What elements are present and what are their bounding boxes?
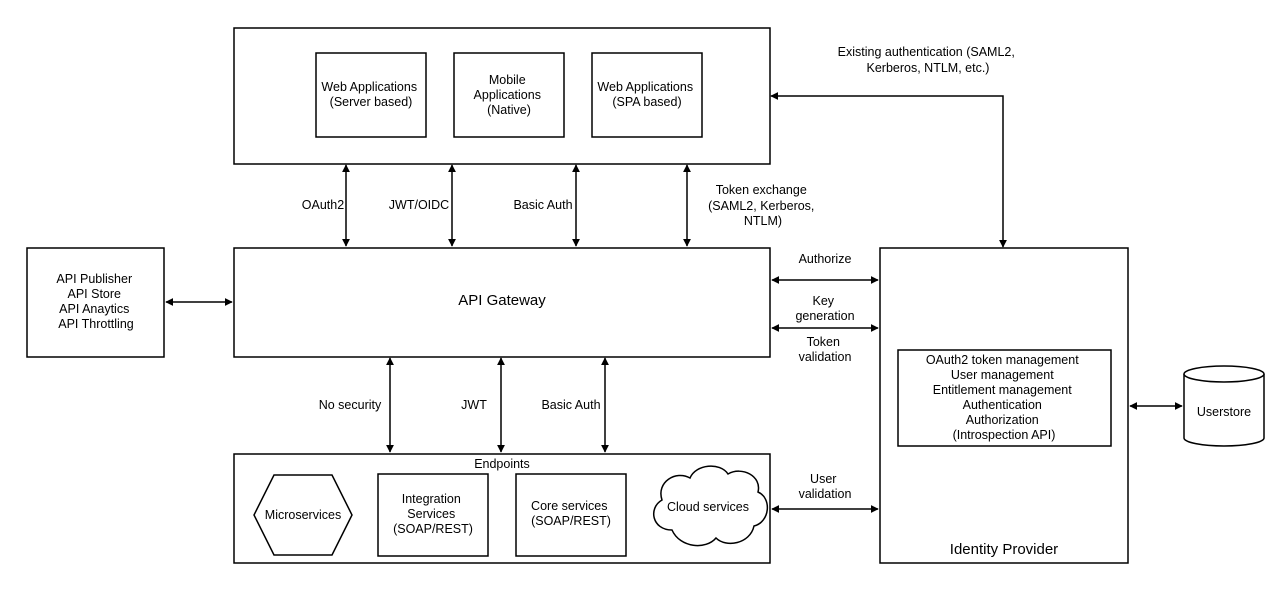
web-apps-server-label: Web Applications (Server based)	[321, 80, 420, 109]
api-gateway-box	[233, 247, 771, 358]
endpoints-title: Endpoints	[474, 457, 530, 471]
integration-services-box	[377, 473, 489, 557]
api-management-box	[26, 247, 165, 358]
web-apps-spa-box	[591, 52, 703, 138]
user-validation-label: User validation	[799, 472, 852, 501]
userstore-label: Userstore	[1197, 405, 1251, 419]
idp-features-box	[897, 349, 1112, 447]
no-security-label: No security	[319, 398, 382, 412]
token-exchange-label: Token exchange (SAML2, Kerberos, NTLM)	[708, 183, 818, 228]
oauth2-label: OAuth2	[302, 198, 344, 212]
web-apps-server-box	[315, 52, 427, 138]
microservices-hexagon	[253, 474, 353, 556]
identity-provider-title: Identity Provider	[950, 541, 1058, 558]
userstore-cylinder-top	[1183, 365, 1265, 383]
core-services-label: Core services (SOAP/REST)	[531, 499, 611, 528]
userstore-cylinder	[1183, 374, 1265, 447]
authorize-label: Authorize	[799, 252, 852, 266]
core-services-box	[515, 473, 627, 557]
mobile-apps-label: Mobile Applications (Native)	[474, 73, 545, 117]
key-generation-label: Key generation	[795, 294, 854, 323]
cloud-services-label: Cloud services	[667, 500, 749, 514]
jwt-label: JWT	[461, 398, 487, 412]
api-management-label: API Publisher API Store API Anaytics API…	[56, 272, 135, 331]
idp-features-list: OAuth2 token management User management …	[926, 353, 1082, 442]
jwt-oidc-label: JWT/OIDC	[389, 198, 449, 212]
existing-auth-label: Existing authentication (SAML2, Kerberos…	[838, 45, 1019, 75]
cloud-shape	[652, 465, 768, 547]
integration-services-label: Integration Services (SOAP/REST)	[393, 492, 473, 536]
microservices-label: Microservices	[265, 508, 341, 522]
token-validation-label: Token validation	[799, 335, 852, 364]
client-basic-auth-label: Basic Auth	[513, 198, 572, 212]
web-apps-spa-label: Web Applications (SPA based)	[597, 80, 696, 109]
mobile-apps-box	[453, 52, 565, 138]
existing-auth-arrow	[770, 92, 1007, 248]
endpoint-basic-auth-label: Basic Auth	[541, 398, 600, 412]
api-gateway-title: API Gateway	[458, 292, 546, 309]
